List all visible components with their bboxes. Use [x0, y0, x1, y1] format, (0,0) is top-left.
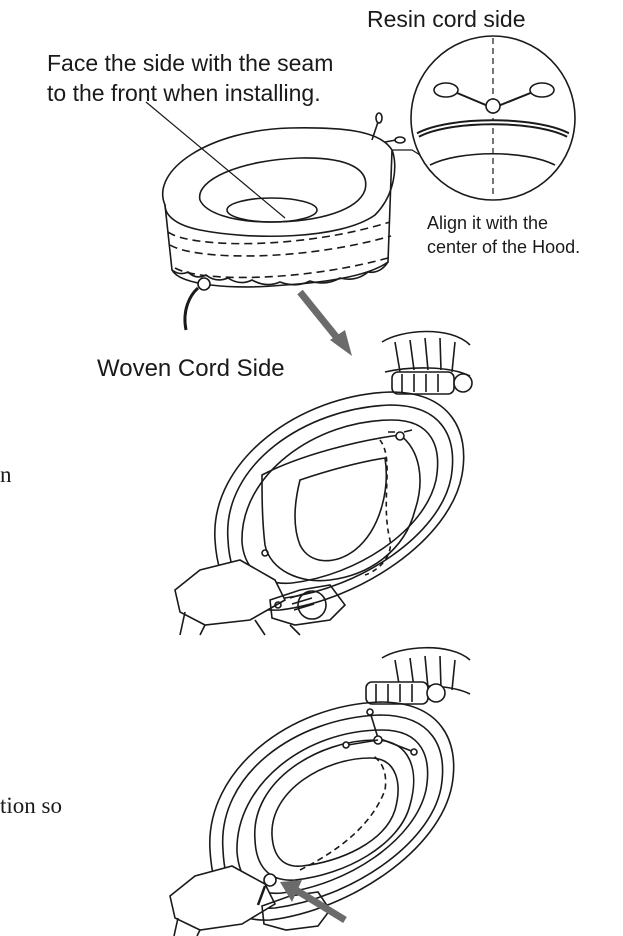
down-arrow-icon	[300, 292, 352, 356]
woven-cord-side-label: Woven Cord Side	[97, 355, 285, 383]
seam-instruction-line-1: Face the side with the seam	[47, 48, 333, 78]
cropped-text-fragment-1: n	[0, 462, 17, 488]
filter-bag-illustration	[146, 102, 428, 330]
cropped-text-fragment-2: tion so	[0, 793, 62, 819]
seam-instruction-line-2: to the front when installing.	[47, 78, 333, 108]
resin-cord-side-label: Resin cord side	[367, 6, 526, 33]
seam-instruction-label: Face the side with the seam to the front…	[47, 48, 333, 108]
align-center-label: Align it with the center of the Hood.	[427, 211, 580, 259]
resin-cord-detail-circle	[411, 36, 575, 200]
align-line-2: center of the Hood.	[427, 235, 580, 259]
hood-installed-bottom	[170, 648, 470, 936]
align-line-1: Align it with the	[427, 211, 580, 235]
